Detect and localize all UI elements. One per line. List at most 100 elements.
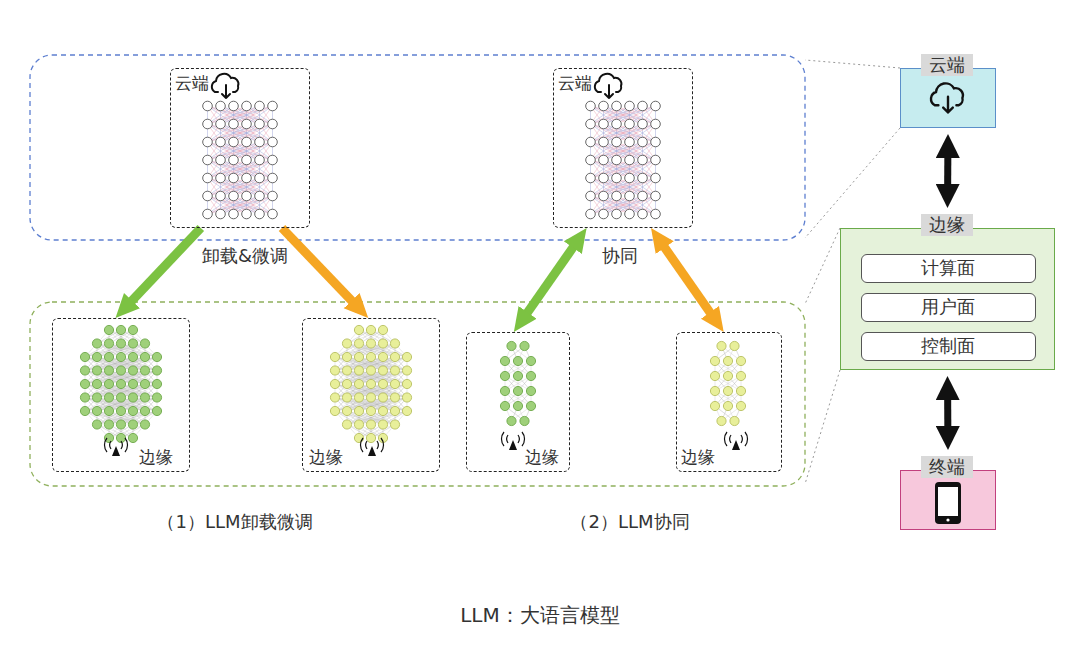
net-neuron (152, 379, 161, 388)
net-neuron (268, 119, 278, 129)
net-neuron (268, 209, 278, 219)
net-neuron (586, 137, 596, 147)
net-neuron (717, 416, 726, 425)
net-neuron (612, 155, 622, 165)
net-neuron (390, 366, 399, 375)
net-neuron (599, 101, 609, 111)
net-neuron (612, 101, 622, 111)
net-neuron (116, 420, 125, 429)
box-label: 边缘 (681, 447, 715, 467)
box-label: 控制面 (921, 336, 975, 356)
net-neuron (710, 401, 719, 410)
net-neuron (625, 137, 635, 147)
net-neuron (330, 393, 339, 402)
connector-arrow (944, 156, 951, 186)
panel-caption: （2）LLM协同 (570, 511, 689, 533)
net-link (234, 106, 273, 124)
net-neuron (354, 379, 363, 388)
net-neuron (378, 366, 387, 375)
net-neuron (242, 101, 252, 111)
net-neuron (152, 406, 161, 415)
net-neuron (92, 366, 101, 375)
net-link (371, 411, 407, 425)
net-neuron (651, 137, 661, 147)
tier-label: 终端 (921, 456, 973, 478)
net-neuron (612, 209, 622, 219)
net-neuron (390, 420, 399, 429)
net-neuron (390, 406, 399, 415)
cloud-region (30, 55, 805, 240)
net-neuron (268, 191, 278, 201)
net-neuron (625, 101, 635, 111)
net-neuron (229, 173, 239, 183)
net-neuron (255, 191, 265, 201)
net-link (617, 106, 656, 124)
model-box: 云端 (170, 68, 310, 228)
net-neuron (80, 366, 89, 375)
net-neuron (216, 155, 226, 165)
edge-fill (840, 228, 1055, 370)
net-neuron (520, 341, 529, 350)
net-neuron (116, 325, 125, 334)
net-neuron (638, 101, 648, 111)
net-neuron (736, 401, 745, 410)
net-link (234, 196, 273, 214)
net-neuron (526, 401, 535, 410)
net-neuron (229, 191, 239, 201)
net-neuron (651, 119, 661, 129)
net-neuron (152, 352, 161, 361)
net-neuron (268, 173, 278, 183)
net-neuron (710, 371, 719, 380)
net-neuron (402, 366, 411, 375)
net-neuron (612, 137, 622, 147)
antenna-icon (724, 432, 747, 450)
net-link (234, 142, 273, 160)
net-neuron (140, 352, 149, 361)
net-neuron (500, 356, 509, 365)
net-neuron (651, 101, 661, 111)
net-neuron (80, 352, 89, 361)
net-neuron (612, 173, 622, 183)
box-label: 云端 (558, 73, 592, 93)
plane-box: 用户面 (861, 293, 1036, 322)
tier-box: 边缘计算面用户面控制面 (840, 228, 1055, 370)
net-neuron (366, 420, 375, 429)
net-neuron (140, 366, 149, 375)
net-neuron (717, 341, 726, 350)
terminal-fill (900, 470, 996, 530)
net-neuron (342, 406, 351, 415)
net-neuron (378, 420, 387, 429)
net-neuron (255, 209, 265, 219)
net-neuron (625, 209, 635, 219)
net-neuron (736, 386, 745, 395)
net-neuron (116, 406, 125, 415)
cloud-icon (595, 74, 622, 98)
net-neuron (586, 209, 596, 219)
antenna-icon (104, 438, 127, 456)
net-neuron (116, 339, 125, 348)
net-neuron (242, 119, 252, 129)
net-neuron (354, 406, 363, 415)
net-neuron (378, 393, 387, 402)
leader-line (805, 370, 840, 484)
net-link (617, 160, 656, 178)
leader-line (805, 60, 900, 68)
net-neuron (116, 366, 125, 375)
net-neuron (104, 420, 113, 429)
net-neuron (128, 393, 137, 402)
net-neuron (104, 379, 113, 388)
net-neuron (366, 325, 375, 334)
net-neuron (638, 209, 648, 219)
net-neuron (586, 101, 596, 111)
net-neuron (203, 191, 213, 201)
net-neuron (152, 366, 161, 375)
net-neuron (116, 393, 125, 402)
net-neuron (651, 173, 661, 183)
net-neuron (128, 339, 137, 348)
net-neuron (586, 155, 596, 165)
net-neuron (402, 379, 411, 388)
net-neuron (730, 341, 739, 350)
net-neuron (128, 352, 137, 361)
net-neuron (599, 209, 609, 219)
